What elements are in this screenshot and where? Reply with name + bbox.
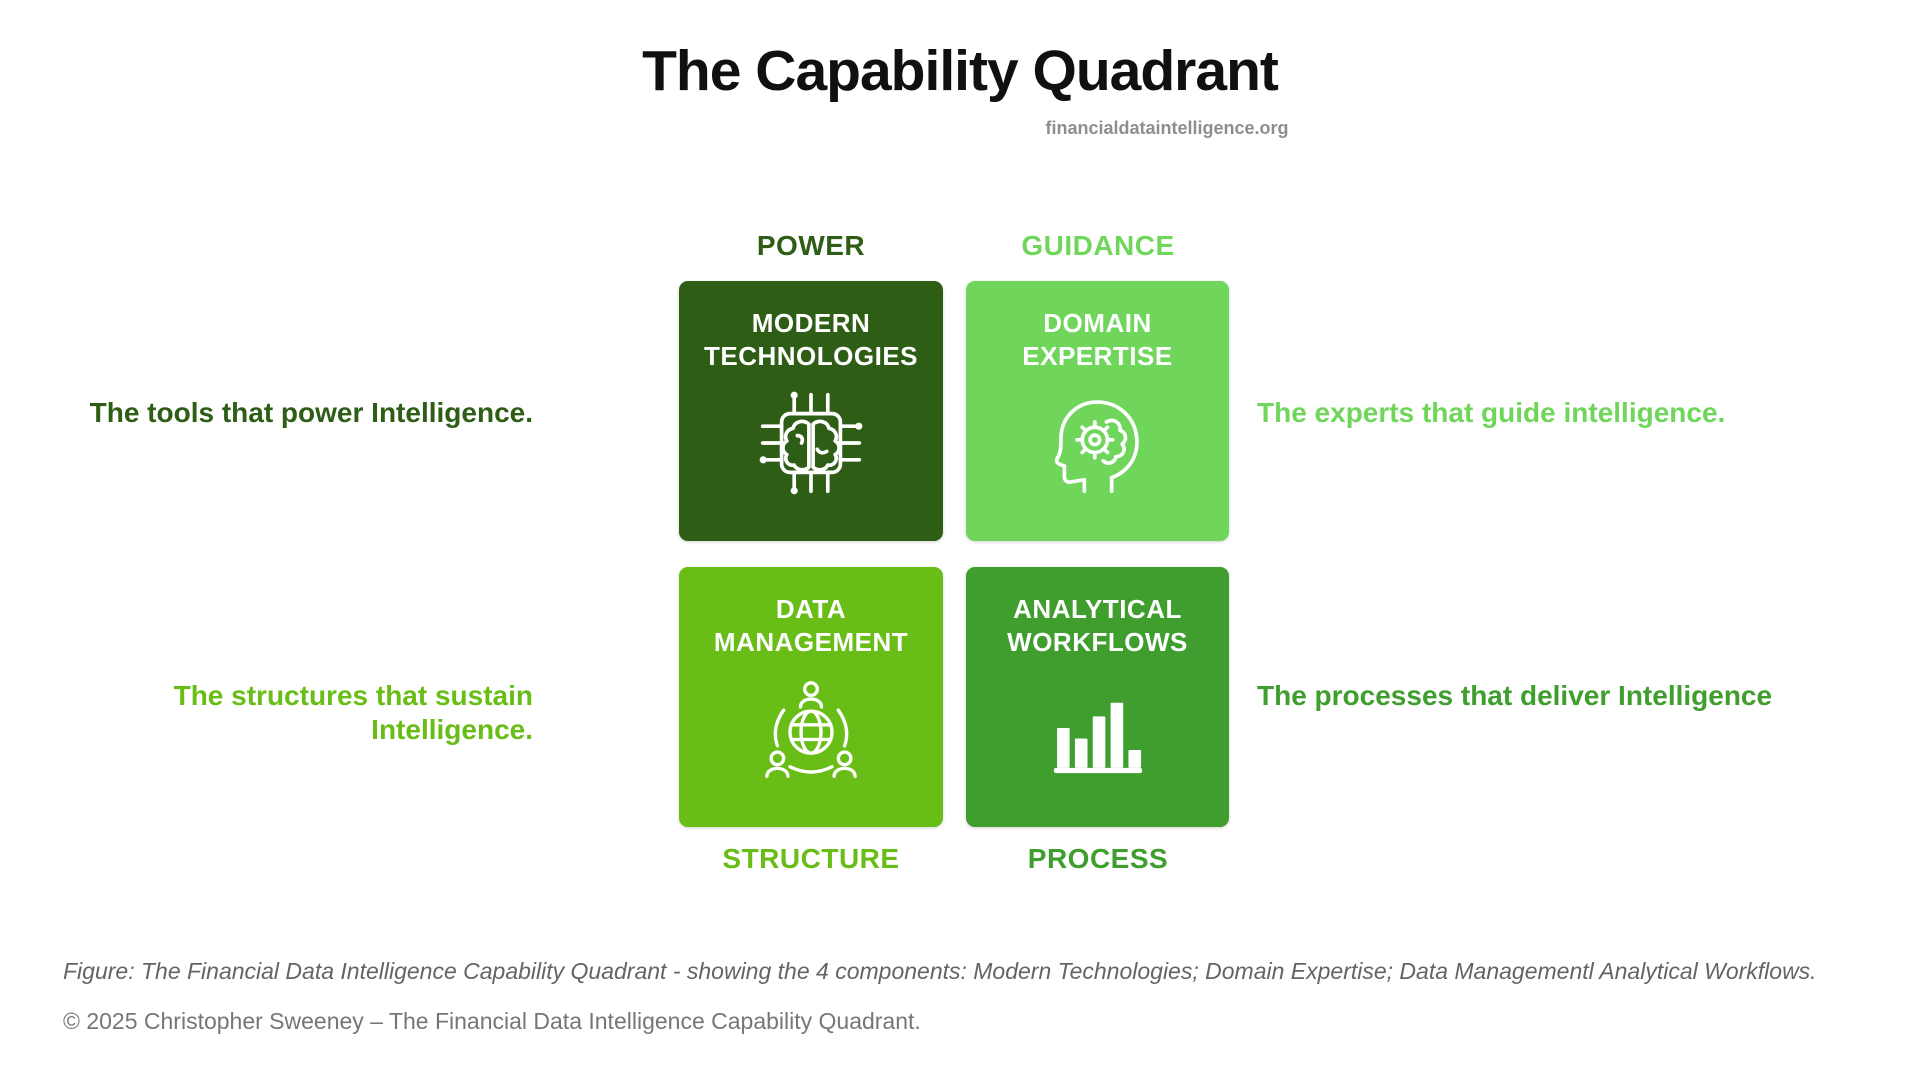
cell-title-line2: EXPERTISE (1022, 341, 1173, 372)
description-modern-technologies: The tools that power Intelligence. (89, 397, 533, 428)
cell-title-line2: WORKFLOWS (1007, 627, 1188, 658)
quadrant-cell-domain-expertise: DOMAIN EXPERTISE (966, 281, 1229, 541)
cell-title: ANALYTICAL WORKFLOWS (1007, 593, 1188, 660)
figure-caption: Figure: The Financial Data Intelligence … (63, 958, 1817, 984)
bar-chart-icon (1053, 702, 1142, 773)
description-analytical-workflows: The processes that deliver Intelligence (1257, 680, 1773, 711)
cell-title-line1: DATA (775, 594, 847, 624)
cell-title: MODERN TECHNOLOGIES (704, 307, 918, 374)
chip-brain-icon (759, 391, 863, 494)
cell-title-line1: DOMAIN (1043, 308, 1152, 338)
axis-label-power: POWER (756, 230, 866, 261)
page-title: The Capability Quadrant (642, 39, 1279, 103)
globe-people-icon (765, 680, 857, 778)
cell-title: DOMAIN EXPERTISE (1022, 307, 1172, 374)
quadrant-cell-modern-technologies: MODERN TECHNOLOGIES (679, 281, 943, 541)
axis-label-structure: STRUCTURE (722, 843, 900, 874)
quadrant-cell-analytical-workflows: ANALYTICAL WORKFLOWS (966, 567, 1229, 827)
description-data-management: The structures that sustain Intelligence… (173, 680, 533, 745)
description-domain-expertise: The experts that guide intelligence. (1257, 397, 1726, 428)
axis-label-process: PROCESS (1027, 843, 1169, 874)
axis-label-guidance: GUIDANCE (1021, 230, 1175, 261)
cell-title-line2: TECHNOLOGIES (703, 341, 918, 372)
copyright-line: © 2025 Christopher Sweeney – The Financi… (63, 1008, 921, 1034)
cell-title-line1: MODERN (751, 308, 871, 338)
head-gear-icon (1054, 399, 1139, 493)
cell-title: DATA MANAGEMENT (714, 593, 908, 660)
quadrant-cell-data-management: DATA MANAGEMENT (679, 567, 943, 827)
source-url-text: financialdataintelligence.org (1045, 118, 1289, 138)
cell-title-line2: MANAGEMENT (713, 627, 909, 658)
cell-title-line1: ANALYTICAL (1013, 594, 1182, 624)
